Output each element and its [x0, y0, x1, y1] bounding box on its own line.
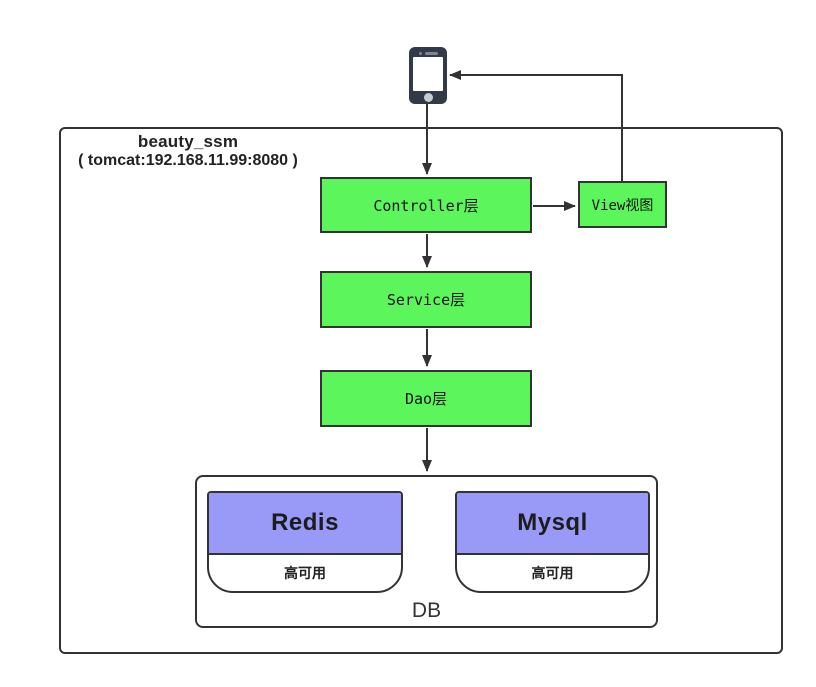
phone-speaker-bar [425, 52, 438, 55]
view-node-label: View视图 [591, 197, 654, 214]
controller-layer-label: Controller层 [373, 196, 479, 215]
db-group-label: DB [411, 599, 442, 622]
dao-layer-label: Dao层 [404, 390, 448, 408]
service-layer-label: Service层 [386, 291, 466, 309]
controller-layer-node: Controller层 [320, 177, 532, 233]
service-layer-node: Service层 [320, 271, 532, 328]
mysql-node: Mysql 高可用 [455, 491, 650, 593]
redis-header: Redis [209, 493, 401, 555]
phone-screen [413, 57, 443, 91]
mysql-header: Mysql [457, 493, 648, 555]
phone-camera-dot [419, 52, 422, 55]
system-title: beauty_ssm [137, 132, 239, 151]
system-title-block: beauty_ssm ( tomcat:192.168.11.99:8080 ) [61, 132, 315, 170]
phone-home-button [423, 93, 433, 102]
mysql-ha-label: 高可用 [531, 565, 574, 581]
view-node: View视图 [578, 181, 667, 228]
system-subtitle: ( tomcat:192.168.11.99:8080 ) [78, 152, 298, 169]
redis-node: Redis 高可用 [207, 491, 403, 593]
smartphone-icon [409, 47, 447, 104]
db-group-box: Redis 高可用 Mysql 高可用 DB [195, 475, 658, 628]
dao-layer-node: Dao层 [320, 370, 532, 427]
redis-ha-label: 高可用 [284, 565, 326, 581]
